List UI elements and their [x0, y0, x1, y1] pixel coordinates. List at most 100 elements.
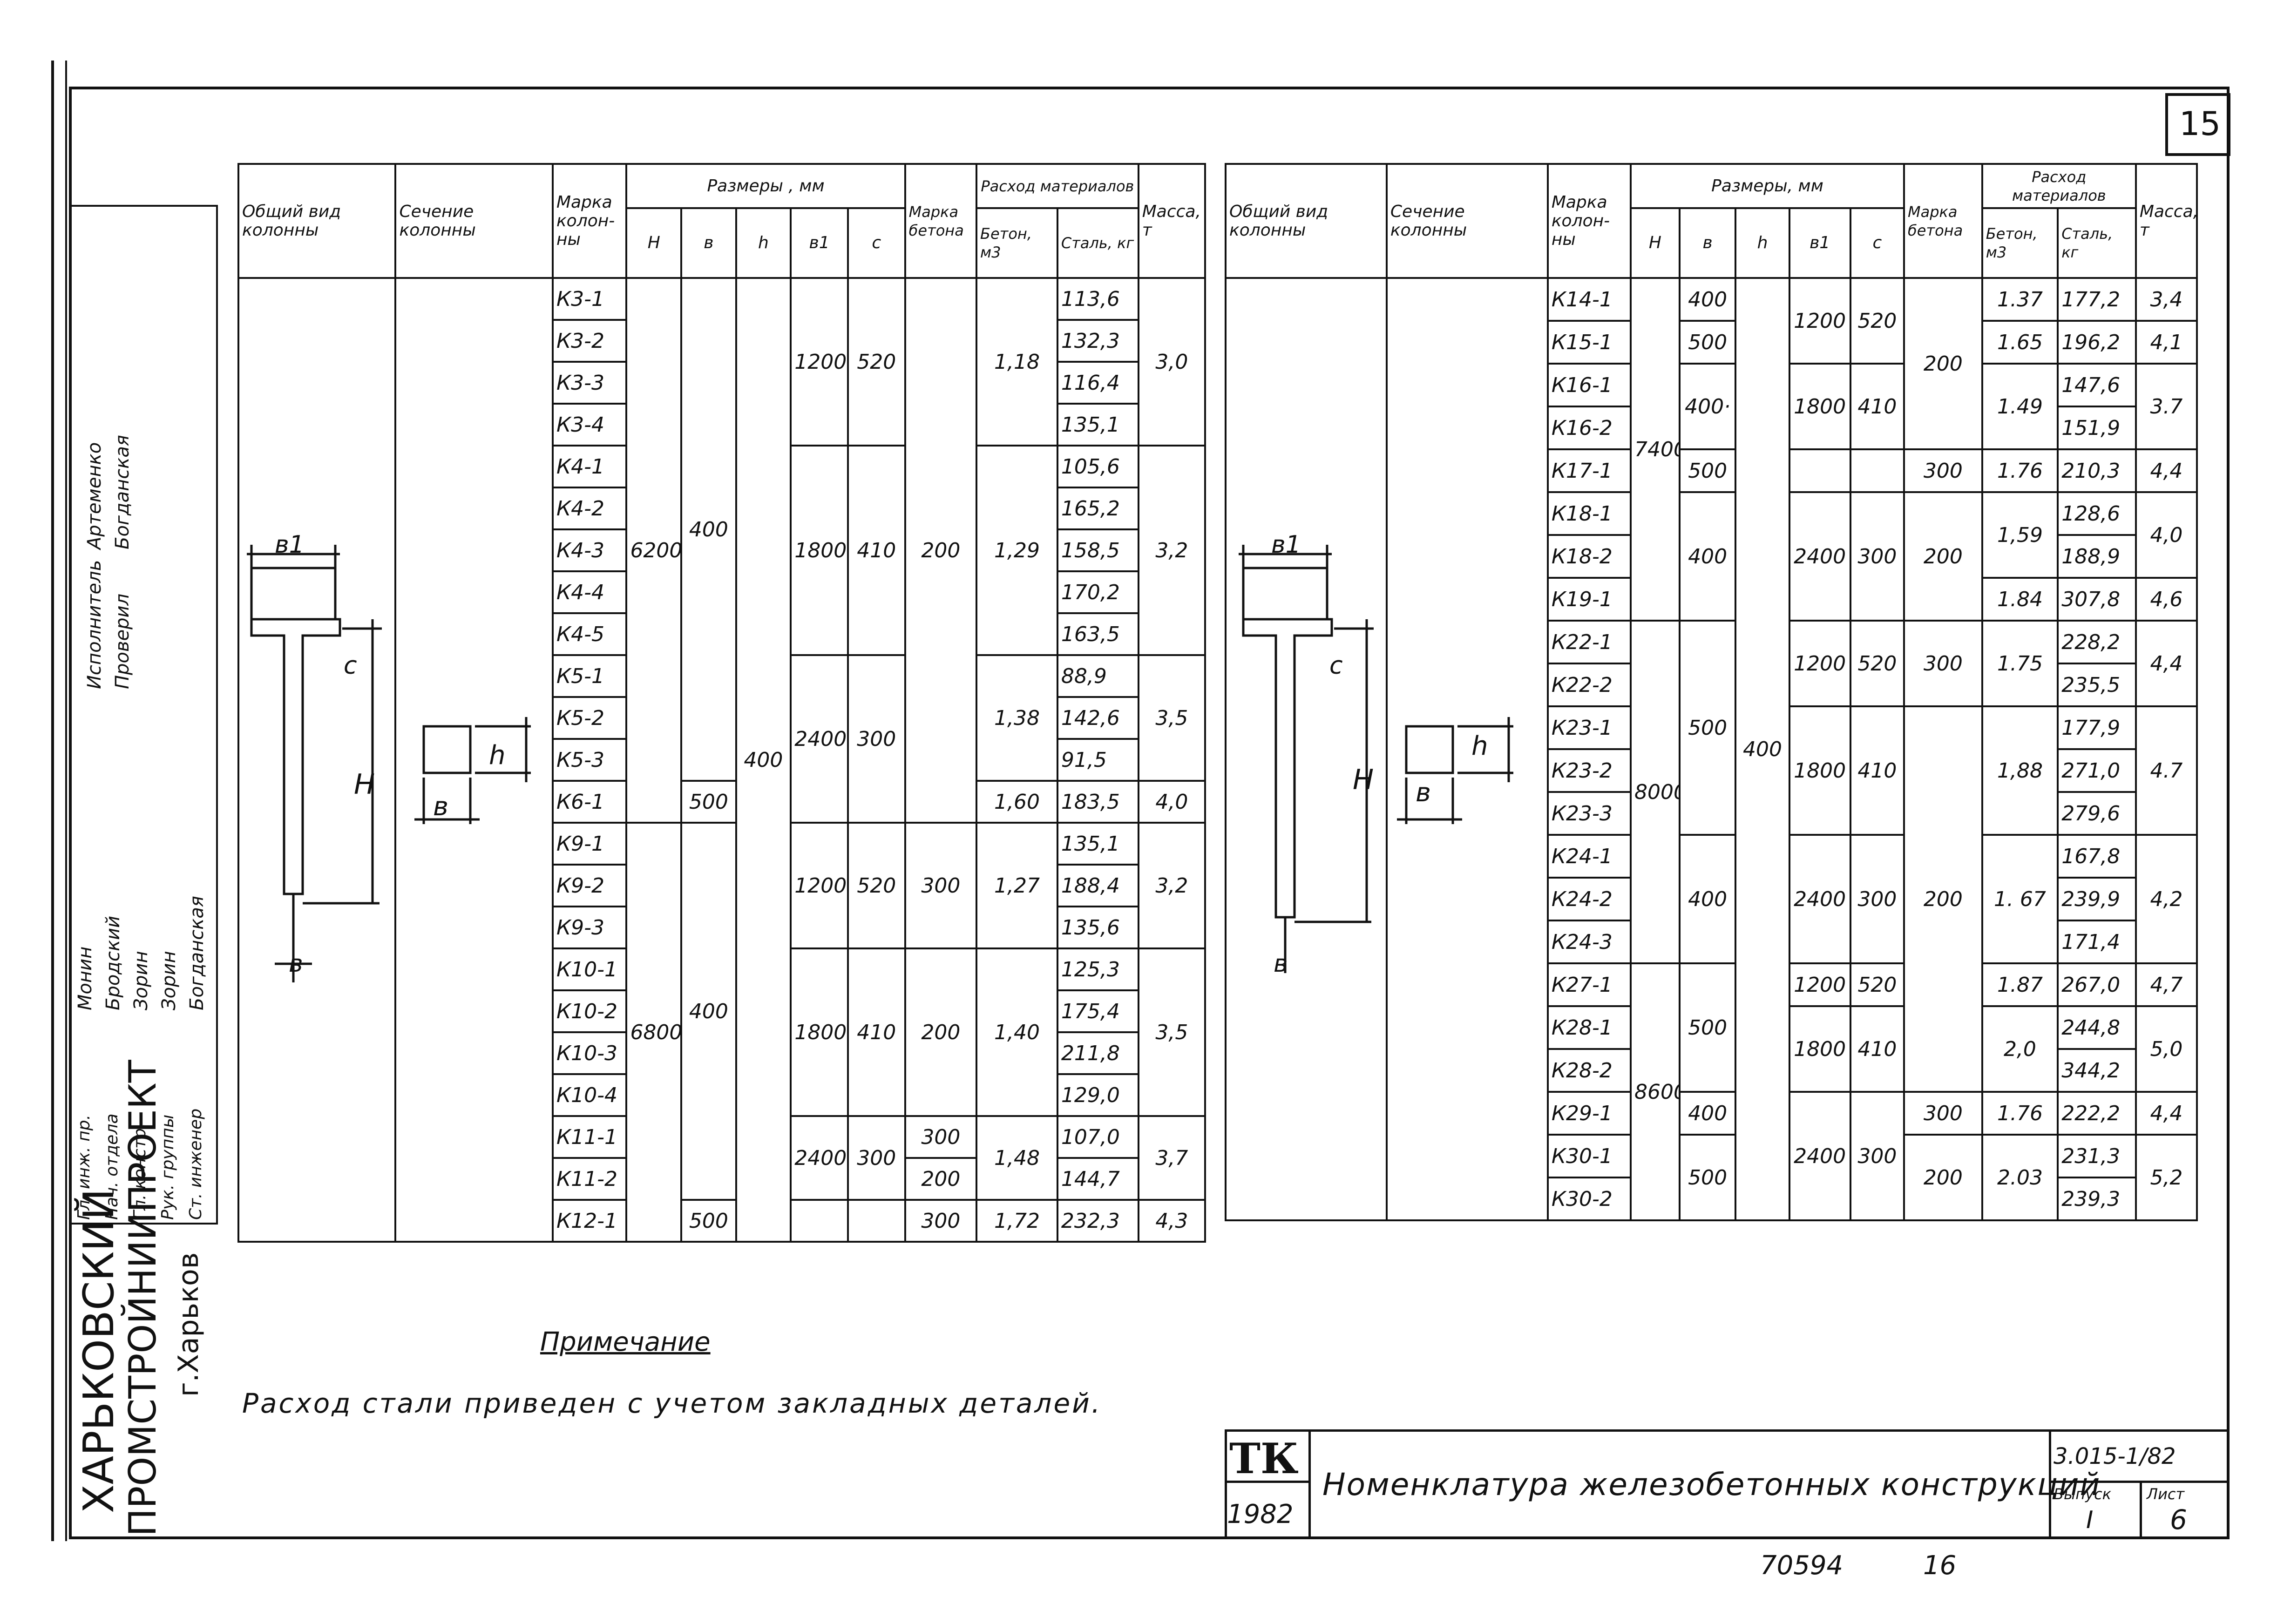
row-steel: 177,2 — [2057, 277, 2137, 322]
cell-b1: 2400 — [1788, 491, 1851, 622]
cell-mass: 3,5 — [1137, 654, 1206, 782]
cell-b: 400· — [1678, 363, 1737, 450]
row-steel: 147,6 — [2057, 363, 2137, 407]
cell-mass: 3,4 — [2135, 277, 2198, 322]
cell-b1: 2400 — [1788, 1091, 1851, 1221]
hdr-sizes: Размеры , мм — [625, 163, 906, 209]
right-section-cell — [1385, 277, 1549, 1221]
title-code: 3.015-1/82 — [2054, 1443, 2176, 1469]
row-steel: 231,3 — [2057, 1134, 2137, 1178]
hdr-concrete: Бетон, м3 — [976, 207, 1058, 279]
row-steel: 188,9 — [2057, 534, 2137, 579]
cell-b: 400 — [1678, 491, 1737, 622]
hdr-b: в — [1678, 207, 1737, 279]
cell-c: 300 — [847, 1115, 906, 1201]
cell-concrete: 1.75 — [1981, 620, 2059, 707]
hdr-grade: Марка бетона — [904, 163, 978, 279]
side-role-4: Рук. группы — [158, 1114, 177, 1220]
cell-concrete: 1,72 — [976, 1199, 1058, 1243]
cell-concrete: 1,59 — [1981, 491, 2059, 579]
title-block-divider-1 — [1308, 1429, 1311, 1539]
cell-concrete: 1. 67 — [1981, 834, 2059, 964]
cell-b1-empty — [790, 1199, 849, 1243]
hdr-h: h — [735, 207, 792, 279]
hdr-b1: в1 — [1788, 207, 1851, 279]
cell-concrete: 1.49 — [1981, 363, 2059, 450]
side-org-name: ХАРЬКОВСКИЙ — [75, 1188, 123, 1513]
row-mark: К9-2 — [551, 864, 628, 907]
cell-concrete: 1,29 — [976, 445, 1058, 656]
cell-b: 400 — [680, 277, 737, 782]
side-role-3: Гл. констр. — [130, 1123, 149, 1220]
hdr-steel: Сталь, кг — [2057, 207, 2137, 279]
cell-H: 8000 — [1630, 620, 1681, 964]
hdr-H: H — [625, 207, 683, 279]
left-section-label-b: в — [433, 792, 449, 822]
cell-b: 400 — [1678, 277, 1737, 322]
cell-mass: 4,6 — [2135, 577, 2198, 622]
cell-concrete: 1,48 — [976, 1115, 1058, 1201]
cell-b1: 2400 — [1788, 834, 1851, 964]
cell-c: 300 — [1849, 491, 1905, 622]
page-number-box — [2165, 93, 2230, 156]
right-general-view-cell — [1225, 277, 1388, 1221]
cell-mass: 4,4 — [2135, 620, 2198, 707]
hdr-c: с — [847, 207, 906, 279]
row-mark: К17-1 — [1546, 448, 1632, 493]
hdr-b1: в1 — [790, 207, 849, 279]
cell-c: 410 — [1849, 705, 1905, 836]
row-mark: К11-2 — [551, 1157, 628, 1201]
side-checked: Проверил — [112, 593, 133, 689]
hdr-section: Сечение колонны — [394, 163, 554, 279]
right-spec-table: Общий вид колонны Сечение колонны Марка … — [1225, 163, 2198, 1221]
cell-b: 500 — [680, 780, 737, 824]
left-label-b-bottom: в — [289, 950, 303, 978]
row-steel: 196,2 — [2057, 320, 2137, 365]
hdr-materials: Расход материалов — [976, 163, 1139, 209]
right-section-label-b: в — [1416, 778, 1431, 808]
left-column-drawing — [247, 545, 382, 982]
cell-grade: 300 — [1903, 620, 1983, 707]
left-general-view-cell — [237, 277, 397, 1243]
hdr-general-view: Общий вид колонны — [237, 163, 397, 279]
left-spec-table: Общий вид колонны Сечение колонны Марка … — [237, 163, 1206, 1243]
row-steel: 151,9 — [2057, 406, 2137, 450]
hdr-sizes: Размеры, мм — [1629, 163, 1905, 209]
cell-mass: 5,2 — [2135, 1134, 2198, 1221]
title-block-hline-2 — [2049, 1481, 2230, 1483]
row-mark: К24-1 — [1546, 834, 1632, 879]
cell-mass: 4,0 — [1137, 780, 1206, 824]
row-steel: 132,3 — [1056, 319, 1139, 363]
cell-c: 410 — [847, 947, 906, 1117]
hdr-mass: Масса, т — [1137, 163, 1206, 279]
row-steel: 177,9 — [2057, 705, 2137, 750]
cell-mass: 4,3 — [1137, 1199, 1206, 1243]
cell-b: 500 — [1678, 320, 1737, 365]
hdr-mark-text: Марка колон-ны — [556, 192, 615, 249]
cell-mass: 4.7 — [2135, 705, 2198, 836]
archive-sheet: 16 — [1923, 1550, 1957, 1581]
cell-c: 520 — [1849, 962, 1905, 1007]
cell-b1: 1800 — [790, 947, 849, 1117]
cell-b1: 1200 — [790, 277, 849, 447]
row-mark: К18-1 — [1546, 491, 1632, 536]
row-mark: К16-2 — [1546, 406, 1632, 450]
cell-mass: 4,1 — [2135, 320, 2198, 365]
cell-mass: 3,7 — [1137, 1115, 1206, 1201]
row-mark: К24-2 — [1546, 877, 1632, 921]
row-steel: 135,1 — [1056, 403, 1139, 447]
cell-concrete: 1.76 — [1981, 448, 2059, 493]
title-block-divider-3 — [2140, 1481, 2142, 1539]
left-section-drawing — [414, 717, 531, 824]
row-mark: К30-1 — [1546, 1134, 1632, 1178]
cell-h: 400 — [1735, 277, 1790, 1221]
binding-line — [51, 61, 54, 1541]
hdr-general-view: Общий вид колонны — [1225, 163, 1388, 279]
cell-b1: 2400 — [790, 1115, 849, 1201]
cell-h: 400 — [735, 277, 792, 1243]
title-year: 1982 — [1227, 1499, 1294, 1529]
left-label-b1: в1 — [275, 531, 305, 559]
row-steel: 235,5 — [2057, 663, 2137, 707]
row-steel: 211,8 — [1056, 1031, 1139, 1075]
row-steel: 307,8 — [2057, 577, 2137, 622]
